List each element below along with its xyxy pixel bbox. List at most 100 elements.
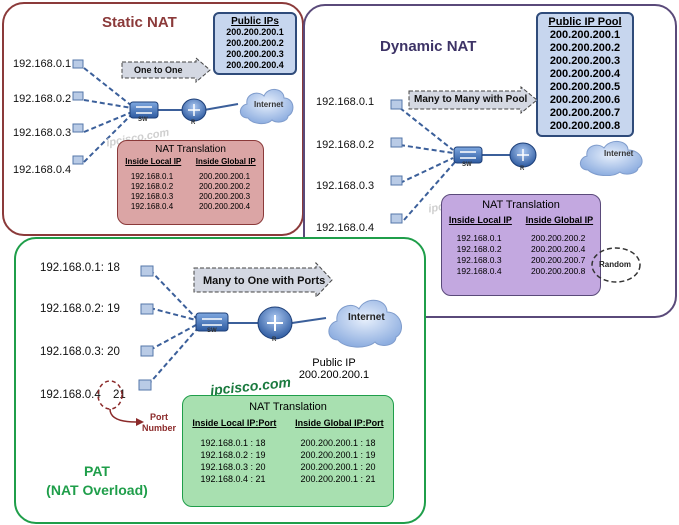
static-table-title: NAT Translation [155, 144, 226, 155]
pat-table-col-global: Inside Global IP:Port [295, 418, 384, 428]
computer-icon [390, 137, 403, 148]
static-public-ips-box: Public IPs 200.200.200.1 200.200.200.2 2… [213, 12, 297, 75]
pat-host-1-ip: 192.168.0.1: 18 [40, 262, 120, 274]
dynamic-table-col-local: Inside Local IP [448, 215, 512, 225]
public-ips-header: Public IPs [231, 16, 279, 27]
port-number-label: Port Number [142, 412, 177, 433]
pat-internet-label: Internet [348, 312, 385, 323]
pool-ip-7: 200.200.200.7 [549, 107, 621, 119]
dynamic-host-3-ip: 192.168.0.3 [316, 180, 375, 192]
public-ip-4: 200.200.200.4 [226, 60, 284, 70]
computer-icon [390, 213, 403, 224]
pat-table-title: NAT Translation [249, 401, 327, 413]
computer-icon [138, 379, 152, 391]
dynamic-links [399, 107, 456, 221]
pat-arrow-label: Many to One with Ports [203, 275, 326, 287]
dynamic-table-col-global: Inside Global IP [525, 215, 594, 225]
public-ip-label: Public IP [312, 357, 356, 369]
port-highlight [97, 380, 144, 426]
dynamic-nat-translation-table: NAT Translation Inside Local IP Inside G… [441, 194, 601, 296]
public-ip-1: 200.200.200.1 [226, 27, 284, 37]
pat-host-2-ip: 192.168.0.2: 19 [40, 303, 120, 315]
pat-title-line1: PAT [84, 463, 110, 479]
pat-pc-icons [138, 265, 154, 391]
pat-switch-label: SW [207, 328, 217, 334]
static-arrow [121, 57, 211, 83]
public-ip-value: 200.200.200.1 [298, 369, 370, 381]
static-router-label: R [191, 120, 196, 126]
random-ellipse [591, 247, 641, 283]
pool-header: Public IP Pool [548, 16, 622, 28]
random-label: Random [599, 260, 631, 269]
pool-ip-8: 200.200.200.8 [549, 120, 621, 132]
computer-icon [72, 91, 84, 101]
dynamic-table-title: NAT Translation [482, 199, 560, 211]
pat-public-ip: Public IP 200.200.200.1 [289, 357, 379, 381]
dynamic-pc-icons [390, 99, 403, 224]
static-host-3-ip: 192.168.0.3 [13, 127, 72, 139]
switch-icon [453, 146, 483, 164]
pool-ip-1: 200.200.200.1 [549, 29, 621, 41]
dynamic-nat-title: Dynamic NAT [380, 38, 477, 55]
computer-icon [72, 59, 84, 69]
dynamic-host-2-ip: 192.168.0.2 [316, 139, 375, 151]
pat-title-line2: (NAT Overload) [46, 482, 148, 498]
static-host-2-ip: 192.168.0.2 [13, 93, 72, 105]
computer-icon [72, 123, 84, 133]
dynamic-internet-label: Internet [604, 149, 634, 158]
static-switch-label: SW [138, 117, 148, 123]
static-host-1-ip: 192.168.0.1 [13, 58, 72, 70]
computer-icon [140, 303, 154, 315]
pat-host-4-ip: 192.168.0.4 [40, 389, 101, 401]
pat-nat-translation-table: NAT Translation Inside Local IP:Port Ins… [182, 395, 394, 507]
router-icon [509, 142, 537, 168]
static-pc-icons [72, 59, 84, 165]
pool-ip-6: 200.200.200.6 [549, 94, 621, 106]
pat-arrow [193, 262, 333, 298]
switch-icon [129, 101, 159, 119]
dynamic-arrow-label: Many to Many with Pool [414, 94, 528, 105]
dynamic-router-label: R [520, 166, 525, 172]
static-links [83, 67, 133, 163]
router-icon [181, 98, 207, 122]
computer-icon [140, 345, 154, 357]
pat-table-col-local: Inside Local IP:Port [192, 418, 277, 428]
static-nat-title: Static NAT [102, 14, 177, 31]
switch-icon [195, 312, 229, 332]
public-ip-3: 200.200.200.3 [226, 49, 284, 59]
dynamic-arrow [408, 86, 538, 114]
pat-router-label: R [272, 337, 277, 343]
static-host-4-ip: 192.168.0.4 [13, 164, 72, 176]
cloud-icon [579, 141, 643, 176]
computer-icon [390, 175, 403, 186]
pool-ip-4: 200.200.200.4 [549, 68, 621, 80]
pool-ip-3: 200.200.200.3 [549, 55, 621, 67]
static-table-col-local: Inside Local IP [125, 157, 182, 166]
pool-ip-2: 200.200.200.2 [549, 42, 621, 54]
pat-host-4-port: 21 [113, 389, 126, 401]
cloud-icon [328, 299, 402, 348]
router-icon [257, 306, 293, 340]
public-ip-2: 200.200.200.2 [226, 38, 284, 48]
dynamic-host-4-ip: 192.168.0.4 [316, 222, 375, 234]
pool-ip-5: 200.200.200.5 [549, 81, 621, 93]
dynamic-public-ip-pool-box: Public IP Pool 200.200.200.1 200.200.200… [536, 12, 634, 137]
static-table-col-global: Inside Global IP [195, 157, 256, 166]
computer-icon [140, 265, 154, 277]
pat-title: PAT (NAT Overload) [42, 462, 152, 500]
static-internet-label: Internet [254, 100, 284, 109]
dynamic-host-1-ip: 192.168.0.1 [316, 96, 375, 108]
static-router-internet-link [203, 103, 239, 111]
dynamic-switch-label: SW [462, 162, 472, 168]
